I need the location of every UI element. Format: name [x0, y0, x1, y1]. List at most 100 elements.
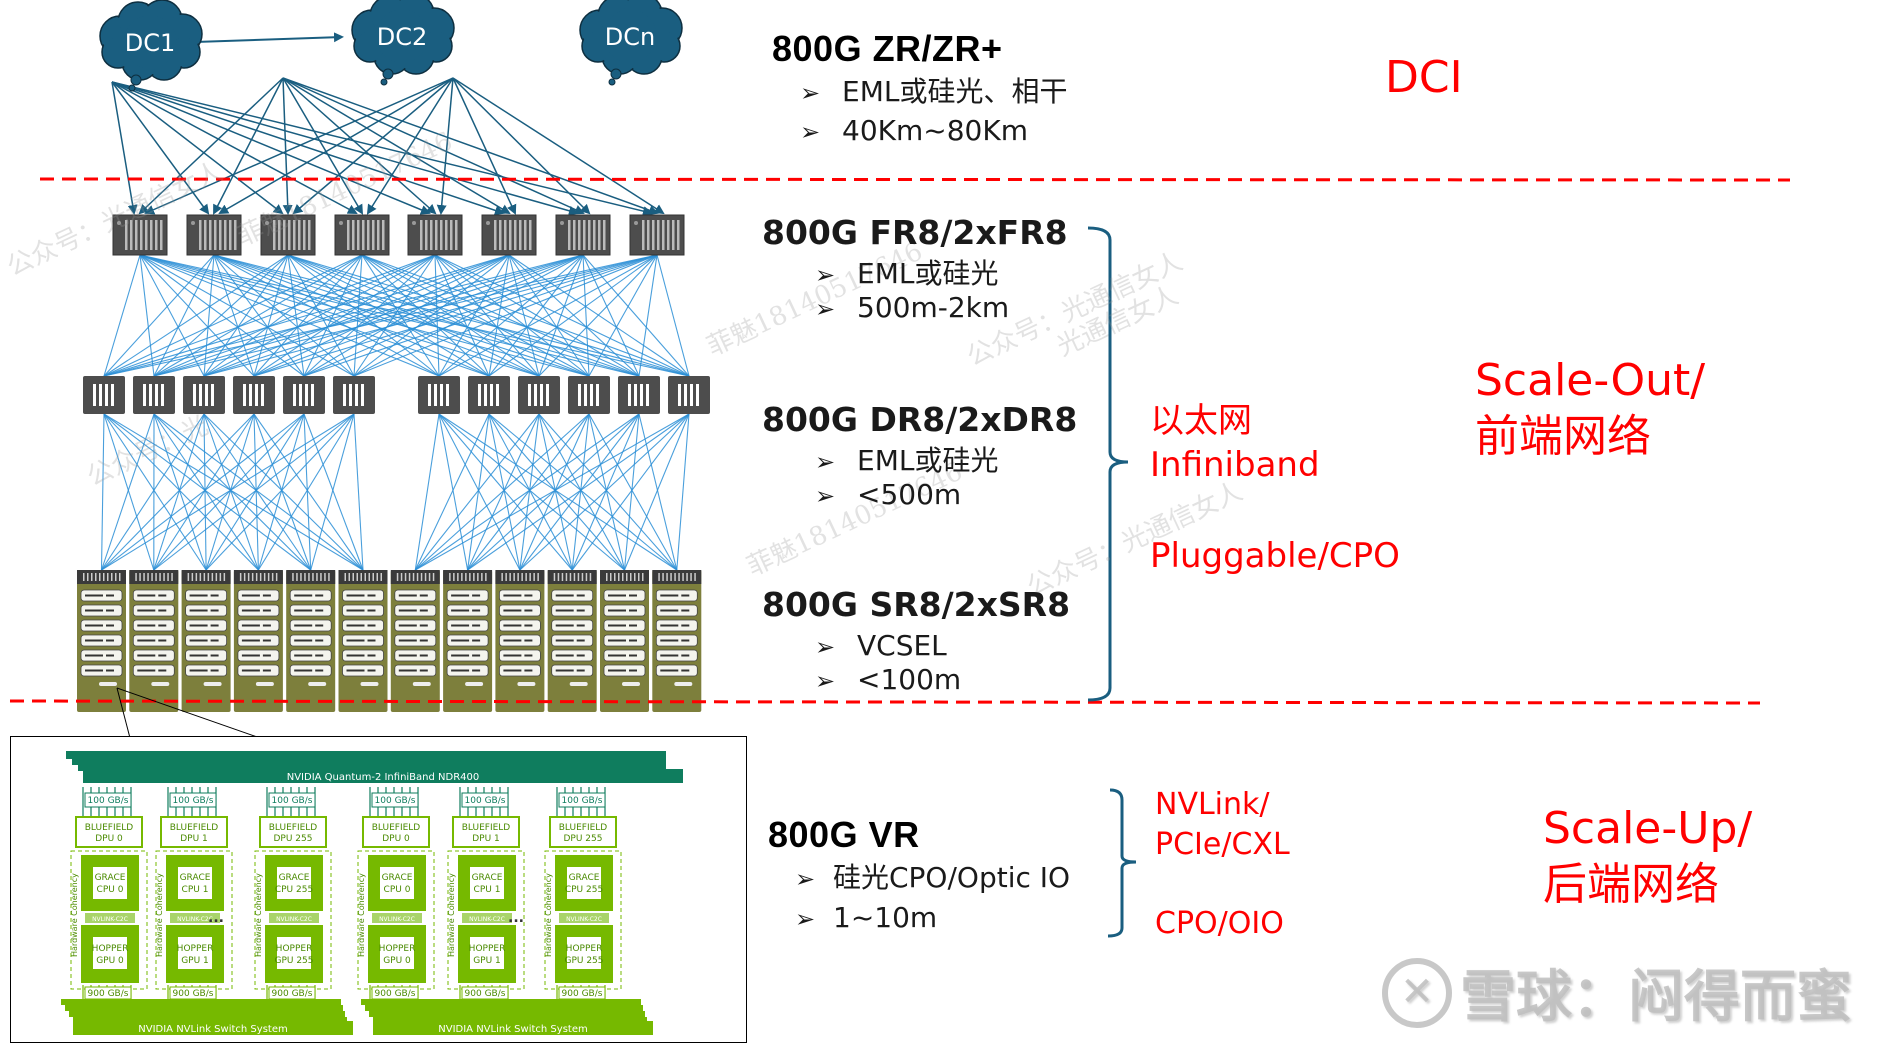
leaf-rack-link	[439, 414, 520, 570]
tier-fr8-title: 800G FR8/2xFR8	[762, 213, 1068, 252]
mesh-link	[362, 255, 589, 376]
spine-switch-icon	[408, 215, 462, 255]
cpu-id: CPU 255	[565, 885, 603, 895]
leaf-rack-link	[102, 414, 105, 570]
spine-switches	[113, 215, 684, 255]
cpu-label: GRACE	[279, 873, 310, 883]
coherency-label: Hardware Coherency	[544, 873, 553, 957]
coherency-label: Hardware Coherency	[155, 873, 164, 957]
leaf-rack-link	[539, 414, 572, 570]
server-rack-icon	[443, 570, 492, 712]
nvlink-bus-layer	[365, 1005, 643, 1011]
up-bandwidth-label: 100 GB/s	[272, 796, 313, 806]
arrow-bullet-icon: ➢	[815, 257, 857, 293]
leaf-rack-link	[304, 414, 311, 570]
spine-switch-icon	[556, 215, 610, 255]
scale-up-protocols-line1: NVLink/	[1155, 785, 1270, 825]
dci-link-arrow	[453, 78, 589, 213]
down-bandwidth-label: 900 GB/s	[88, 989, 129, 999]
leaf-rack-link	[589, 414, 625, 570]
leaf-switch-icon	[518, 376, 560, 414]
scale-up-tag-line2: 后端网络	[1543, 858, 1719, 912]
mesh-link	[154, 255, 583, 376]
scale-up-bullet-2: ➢1~10m	[795, 900, 937, 937]
scale-out-form-factor: Pluggable/CPO	[1150, 535, 1400, 577]
nvlink-bus-layer	[65, 1005, 343, 1011]
leaf-switch-icon	[618, 376, 660, 414]
leaf-switch-icon	[568, 376, 610, 414]
cpu-label: GRACE	[569, 873, 600, 883]
nvlink-bus-label: NVIDIA NVLink Switch System	[138, 1024, 287, 1035]
cloud-label: DCn	[605, 23, 655, 51]
dci-bullet-1: ➢EML或硅光、相干	[800, 74, 1067, 111]
up-bandwidth-label: 100 GB/s	[562, 796, 603, 806]
leaf-rack-link	[439, 414, 625, 570]
gpu-label: HOPPER	[469, 944, 506, 954]
cpu-id: CPU 0	[384, 885, 411, 895]
leaf-rack-link	[439, 414, 468, 570]
dpu-id: DPU 255	[274, 834, 313, 844]
coherency-label: Hardware Coherency	[254, 873, 263, 957]
scale-out-tag-line2: 前端网络	[1475, 410, 1651, 464]
coherency-label: Hardware Coherency	[447, 873, 456, 957]
cpu-id: CPU 1	[182, 885, 209, 895]
down-bandwidth-label: 900 GB/s	[562, 989, 603, 999]
leaf-switch-icon	[418, 376, 460, 414]
mesh-link	[104, 255, 140, 376]
gpu-id: GPU 0	[383, 956, 411, 966]
leaf-rack-link	[520, 414, 639, 570]
c2c-label: NVLINK-C2C	[92, 916, 128, 923]
nvlink-bus-layer	[369, 1011, 645, 1017]
arrow-bullet-icon: ➢	[795, 861, 833, 897]
server-rack-icon	[286, 570, 335, 712]
cpu-id: CPU 255	[275, 885, 313, 895]
scale-up-form-factor: CPO/OIO	[1155, 904, 1284, 944]
dpu-id: DPU 0	[95, 834, 123, 844]
c2c-label: NVLINK-C2C	[379, 916, 415, 923]
arrow-bullet-icon: ➢	[815, 629, 857, 665]
leaf-switch-icon	[83, 376, 125, 414]
dpu-label: BLUEFIELD	[269, 823, 318, 833]
scale-up-protocols-line2: PCIe/CXL	[1155, 825, 1290, 865]
leaf-rack-link	[254, 414, 363, 570]
cpu-label: GRACE	[95, 873, 126, 883]
arrow-bullet-icon: ➢	[815, 444, 857, 480]
c2c-label: NVLINK-C2C	[469, 916, 505, 923]
leaf-rack-link	[572, 414, 589, 570]
dpu-label: BLUEFIELD	[372, 823, 421, 833]
dpu-label: BLUEFIELD	[559, 823, 608, 833]
down-bandwidth-label: 900 GB/s	[173, 989, 214, 999]
arrow-bullet-icon: ➢	[815, 291, 857, 327]
scale-up-bullet-1: ➢硅光CPO/Optic IO	[795, 860, 1070, 897]
dpu-id: DPU 1	[472, 834, 500, 844]
mesh-link	[288, 255, 689, 376]
server-rack-icon	[600, 570, 649, 712]
cpu-label: GRACE	[180, 873, 211, 883]
up-bandwidth-label: 100 GB/s	[375, 796, 416, 806]
scale-out-tag-line1: Scale-Out/	[1475, 354, 1705, 408]
dci-title: 800G ZR/ZR+	[772, 28, 1003, 70]
server-rack-icon	[234, 570, 283, 712]
tier-sr8-bullet-1: ➢VCSEL	[815, 628, 947, 665]
leaf-rack-link	[520, 414, 539, 570]
scale-out-protocol-ethernet: 以太网	[1150, 400, 1252, 442]
nvlink-bus-layer	[61, 999, 341, 1005]
server-rack-icon	[77, 570, 126, 712]
down-bandwidth-label: 900 GB/s	[272, 989, 313, 999]
coherency-label: Hardware Coherency	[357, 873, 366, 957]
scale-up-title: 800G VR	[768, 814, 920, 856]
cloud-icon: DC2	[352, 0, 454, 85]
nvlink-bus-layer	[69, 1011, 345, 1017]
leaf-rack-link	[677, 414, 689, 570]
nvlink-bus-layer	[361, 999, 641, 1005]
scale-out-protocol-infiniband: Infiniband	[1150, 444, 1320, 486]
gpu-id: GPU 0	[96, 956, 124, 966]
arrow-bullet-icon: ➢	[815, 663, 857, 699]
coherency-label: Hardware Coherency	[70, 873, 79, 957]
arrow-bullet-icon: ➢	[800, 114, 842, 150]
cloud-icon: DC1	[100, 0, 202, 91]
gpu-label: HOPPER	[92, 944, 129, 954]
